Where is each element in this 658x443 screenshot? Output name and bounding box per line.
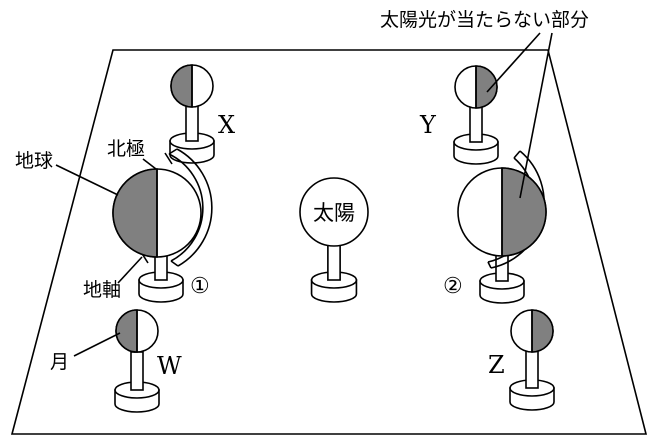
shadow-label: 太陽光が当たらない部分 <box>380 9 589 31</box>
moon-y <box>453 65 499 165</box>
shadow-leader-1 <box>486 32 541 93</box>
moon-label: 月 <box>50 351 69 373</box>
label-pos2: ② <box>443 274 463 299</box>
label-x: X <box>218 111 235 139</box>
label-pos1: ① <box>190 274 210 299</box>
label-w: W <box>157 352 182 380</box>
moon-leader <box>73 332 121 357</box>
axis-leader <box>117 256 143 284</box>
shadow-leader-2 <box>519 32 553 199</box>
table-surface <box>10 49 648 435</box>
moon-w <box>114 309 160 413</box>
axis-label: 地軸 <box>83 279 121 301</box>
moon-x <box>169 64 215 164</box>
sun-label: 太陽 <box>313 201 355 225</box>
label-z: Z <box>488 351 505 379</box>
label-y: Y <box>419 111 437 139</box>
sun-model <box>299 177 369 303</box>
earth-globe-2 <box>457 150 547 304</box>
earth-globe-1 <box>112 148 213 303</box>
moon-z <box>509 309 555 411</box>
north-pole-leader <box>142 158 157 170</box>
earth-label: 地球 <box>15 150 53 172</box>
north-pole-label: 北極 <box>107 138 145 160</box>
earth-leader <box>55 164 119 196</box>
